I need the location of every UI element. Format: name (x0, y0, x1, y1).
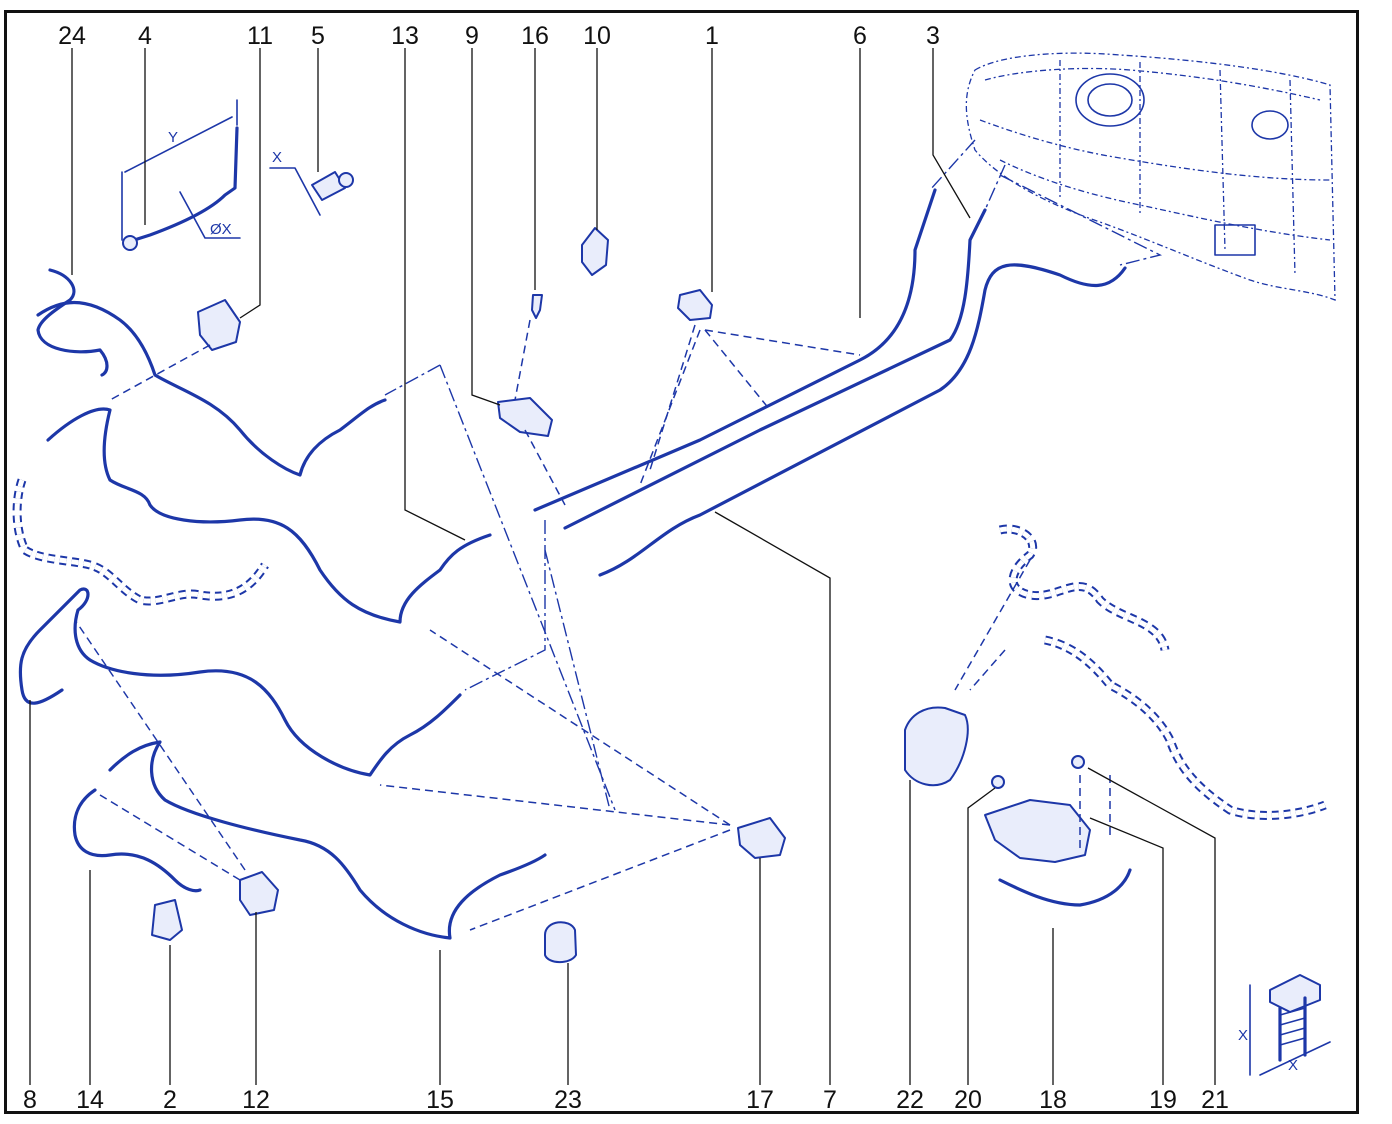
dim-diameter-label: ØX (210, 221, 232, 238)
callout-10: 10 (583, 22, 611, 50)
callout-3: 3 (926, 22, 940, 50)
bolt-21 (1071, 755, 1085, 769)
pipe-3 (563, 208, 987, 530)
callout-8: 8 (23, 1086, 37, 1114)
clip-17 (737, 817, 786, 859)
callout-16: 16 (521, 22, 549, 50)
callout-2: 2 (163, 1086, 177, 1114)
callout-19: 19 (1149, 1086, 1177, 1114)
callout-15: 15 (426, 1086, 454, 1114)
callout-21: 21 (1201, 1086, 1229, 1114)
pipe-6 (533, 188, 937, 512)
callout-5: 5 (311, 22, 325, 50)
fuel-tank (929, 52, 1336, 301)
bolt-detail: X X (1238, 974, 1331, 1076)
dim-x-bolt-width-label: X (1288, 1057, 1298, 1074)
callout-6: 6 (853, 22, 867, 50)
dim-x-union-label: X (272, 149, 282, 166)
callout-20: 20 (954, 1086, 982, 1114)
callout-1: 1 (705, 22, 719, 50)
callout-23: 23 (554, 1086, 582, 1114)
callout-17: 17 (746, 1086, 774, 1114)
assembly-arrows (74, 319, 1111, 931)
pipe-24-branch (36, 268, 109, 377)
nut-20 (991, 775, 1005, 789)
diagram-frame (4, 10, 1359, 1114)
pipe-15 (108, 740, 547, 940)
pipe-13 (46, 407, 492, 624)
callout-13: 13 (391, 22, 419, 50)
callout-11: 11 (247, 22, 273, 50)
bolt-16 (531, 294, 543, 319)
bracket-19 (984, 799, 1091, 863)
callout-7: 7 (823, 1086, 837, 1114)
union-fitting: X (269, 149, 354, 216)
callout-12: 12 (242, 1086, 270, 1114)
callout-9: 9 (465, 22, 479, 50)
pipe-8 (18, 587, 462, 777)
dim-x-bolt-height-label: X (1238, 1027, 1248, 1044)
hose-upper (998, 524, 1170, 652)
pipe-24 (36, 300, 387, 477)
callout-18: 18 (1039, 1086, 1067, 1114)
pipe-14 (72, 788, 202, 893)
junction-1 (677, 289, 713, 321)
hose-lower (1044, 635, 1327, 820)
bracket-9 (497, 397, 553, 437)
callout-leaders (29, 48, 1216, 1085)
pipe-7 (598, 263, 1127, 577)
callout-14: 14 (76, 1086, 104, 1114)
clip-12 (239, 871, 279, 916)
tube-detail: Y ØX (121, 99, 241, 251)
clip-10 (581, 227, 609, 276)
callout-22: 22 (896, 1086, 924, 1114)
strap-18 (998, 868, 1132, 907)
callout-24: 24 (58, 22, 86, 50)
callout-4: 4 (138, 22, 152, 50)
hose-8 (12, 478, 269, 606)
clip-2 (151, 899, 183, 941)
dim-y-label: Y (168, 129, 178, 146)
canister-22 (904, 706, 969, 787)
clip-23 (544, 921, 577, 964)
clip-11 (197, 299, 241, 351)
